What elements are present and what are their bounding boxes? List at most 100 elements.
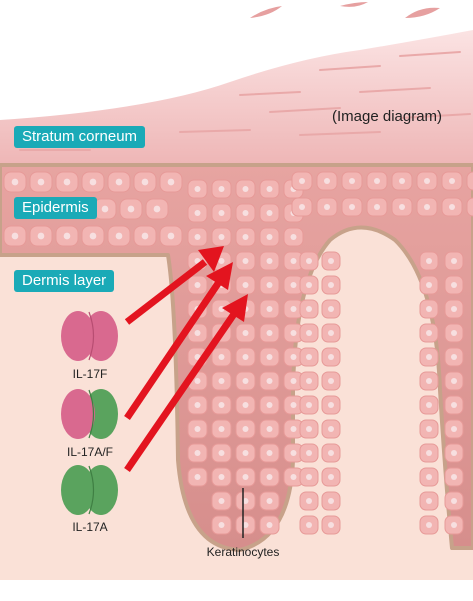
il17af-label: IL-17A/F xyxy=(67,445,113,459)
cell-nucleus xyxy=(243,450,249,456)
cell-nucleus xyxy=(306,402,312,408)
cell-nucleus xyxy=(291,402,297,408)
cell-nucleus xyxy=(328,378,334,384)
cell-nucleus xyxy=(243,354,249,360)
cell-nucleus xyxy=(195,450,201,456)
il17a-label: IL-17A xyxy=(72,520,107,534)
cell-nucleus xyxy=(324,204,330,210)
cell-nucleus xyxy=(195,234,201,240)
cell-nucleus xyxy=(267,258,273,264)
cell-nucleus xyxy=(154,206,161,213)
cell-nucleus xyxy=(195,210,201,216)
cell-nucleus xyxy=(299,178,305,184)
cell-nucleus xyxy=(328,522,334,528)
cell-nucleus xyxy=(299,204,305,210)
cell-nucleus xyxy=(243,426,249,432)
cell-nucleus xyxy=(451,378,457,384)
cell-nucleus xyxy=(328,258,334,264)
cell-nucleus xyxy=(306,450,312,456)
cell-nucleus xyxy=(291,258,297,264)
cell-nucleus xyxy=(291,354,297,360)
cell-nucleus xyxy=(102,206,109,213)
cell-nucleus xyxy=(426,378,432,384)
cell-nucleus xyxy=(451,282,457,288)
cell-nucleus xyxy=(291,426,297,432)
cell-nucleus xyxy=(195,474,201,480)
cell-nucleus xyxy=(267,474,273,480)
cell-nucleus xyxy=(219,450,225,456)
cytokine-il17af-icon xyxy=(61,389,118,439)
cell-nucleus xyxy=(116,179,123,186)
cell-nucleus xyxy=(306,426,312,432)
cell-nucleus xyxy=(451,498,457,504)
cell-nucleus xyxy=(306,354,312,360)
cell-nucleus xyxy=(451,474,457,480)
cell-nucleus xyxy=(449,178,455,184)
cell-nucleus xyxy=(306,306,312,312)
cell-nucleus xyxy=(243,330,249,336)
cell-nucleus xyxy=(64,179,71,186)
cell-nucleus xyxy=(306,282,312,288)
cell-nucleus xyxy=(38,233,45,240)
cell-nucleus xyxy=(291,306,297,312)
cell-nucleus xyxy=(328,474,334,480)
cell-nucleus xyxy=(328,450,334,456)
cell-nucleus xyxy=(426,402,432,408)
cell-nucleus xyxy=(399,178,405,184)
cell-nucleus xyxy=(349,204,355,210)
keratinocyte-cell xyxy=(467,172,473,190)
cell-nucleus xyxy=(267,498,273,504)
cell-nucleus xyxy=(38,179,45,186)
cell-nucleus xyxy=(243,282,249,288)
cell-nucleus xyxy=(451,330,457,336)
cell-nucleus xyxy=(219,402,225,408)
cell-nucleus xyxy=(291,474,297,480)
cell-nucleus xyxy=(219,498,225,504)
cell-nucleus xyxy=(267,522,273,528)
cell-nucleus xyxy=(219,426,225,432)
cell-nucleus xyxy=(451,258,457,264)
cell-nucleus xyxy=(219,354,225,360)
cell-nucleus xyxy=(243,402,249,408)
keratinocytes-label: Keratinocytes xyxy=(207,545,280,559)
cell-nucleus xyxy=(168,233,175,240)
cell-nucleus xyxy=(219,474,225,480)
cell-nucleus xyxy=(328,498,334,504)
flaking-scale xyxy=(405,8,440,18)
cell-nucleus xyxy=(12,233,19,240)
cell-nucleus xyxy=(291,234,297,240)
cell-nucleus xyxy=(449,204,455,210)
cell-nucleus xyxy=(451,402,457,408)
cell-nucleus xyxy=(90,179,97,186)
cell-nucleus xyxy=(426,282,432,288)
cell-nucleus xyxy=(168,179,175,186)
cell-nucleus xyxy=(195,186,201,192)
cytokine-il17f-icon xyxy=(61,311,118,361)
cell-nucleus xyxy=(243,186,249,192)
cell-nucleus xyxy=(291,282,297,288)
cell-nucleus xyxy=(267,330,273,336)
cell-nucleus xyxy=(424,204,430,210)
cell-nucleus xyxy=(128,206,135,213)
cell-nucleus xyxy=(243,258,249,264)
cell-nucleus xyxy=(142,179,149,186)
cell-nucleus xyxy=(426,354,432,360)
cell-nucleus xyxy=(195,426,201,432)
cell-nucleus xyxy=(243,210,249,216)
cell-nucleus xyxy=(426,450,432,456)
cell-nucleus xyxy=(195,402,201,408)
cell-nucleus xyxy=(328,354,334,360)
cell-nucleus xyxy=(142,233,149,240)
cell-nucleus xyxy=(64,233,71,240)
cell-nucleus xyxy=(374,178,380,184)
cell-nucleus xyxy=(219,522,225,528)
cell-nucleus xyxy=(243,378,249,384)
cell-nucleus xyxy=(328,330,334,336)
cell-nucleus xyxy=(451,354,457,360)
cell-nucleus xyxy=(426,522,432,528)
cell-nucleus xyxy=(267,186,273,192)
cell-nucleus xyxy=(219,378,225,384)
epidermis-label: Epidermis xyxy=(14,197,97,219)
cell-nucleus xyxy=(399,204,405,210)
